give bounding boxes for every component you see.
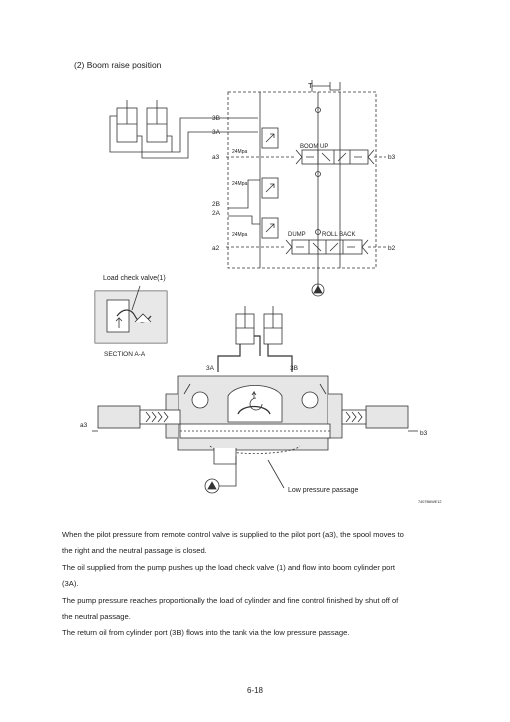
- paragraph-line: the neutral passage.: [62, 612, 131, 622]
- paragraph-line: When the pilot pressure from remote cont…: [62, 530, 404, 539]
- section-title: (2) Boom raise position: [74, 60, 162, 70]
- port-2b-label: 2B: [212, 201, 220, 208]
- figure-code: 7407B6WE12: [418, 500, 441, 504]
- boom-up-label: BOOM UP: [300, 144, 328, 150]
- boom-spool-symbol: [295, 149, 375, 165]
- cross-port-b3-label: b3: [420, 430, 428, 437]
- pilot-port-b3-label: b3: [388, 154, 396, 161]
- cross-port-3b-label: 3B: [290, 365, 298, 372]
- paragraph-line: The return oil from cylinder port (3B) f…: [62, 628, 350, 638]
- paragraph-line: The oil supplied from the pump pushes up…: [62, 562, 396, 572]
- control-valve-cross-section: [97, 375, 409, 465]
- port-3a-label: 3A: [212, 129, 221, 136]
- relief-pressure-3: 24Mpa: [232, 232, 248, 238]
- port-2a-label: 2A: [212, 210, 221, 217]
- page-number: 6-18: [246, 686, 263, 695]
- pilot-port-a2-label: a2: [212, 245, 220, 252]
- low-pressure-passage-label: Low pressure passage: [288, 487, 359, 494]
- relief-pressure-1: 24Mpa: [232, 149, 248, 155]
- tank-label: T: [308, 81, 313, 90]
- pilot-port-a3-label: a3: [212, 154, 220, 161]
- bucket-spool-symbol: [285, 239, 369, 255]
- cylinder-symbols-lower: [217, 306, 293, 372]
- boom-cylinder-left-symbol: [116, 100, 138, 143]
- load-check-valve-label: Load check valve(1): [103, 275, 166, 282]
- paragraph-line: The pump pressure reaches proportionally…: [62, 595, 399, 605]
- boom-cylinder-right-symbol: [146, 100, 168, 143]
- roll-back-label: ROLL BACK: [322, 232, 355, 238]
- pilot-port-b2-label: b2: [388, 245, 396, 252]
- dump-label: DUMP: [288, 232, 306, 238]
- cross-port-a3-label: a3: [80, 422, 88, 429]
- paragraph-line: the right and the neutral passage is clo…: [62, 546, 207, 556]
- paragraph-line: (3A).: [62, 579, 79, 589]
- section-a-a-detail: [94, 290, 168, 344]
- body-text: When the pilot pressure from remote cont…: [62, 527, 462, 642]
- section-a-a-label: SECTION A-A: [104, 351, 146, 358]
- cross-port-3a-label: 3A: [206, 365, 215, 372]
- relief-pressure-2: 24Mpa: [232, 181, 248, 187]
- port-3b-label: 3B: [212, 115, 220, 122]
